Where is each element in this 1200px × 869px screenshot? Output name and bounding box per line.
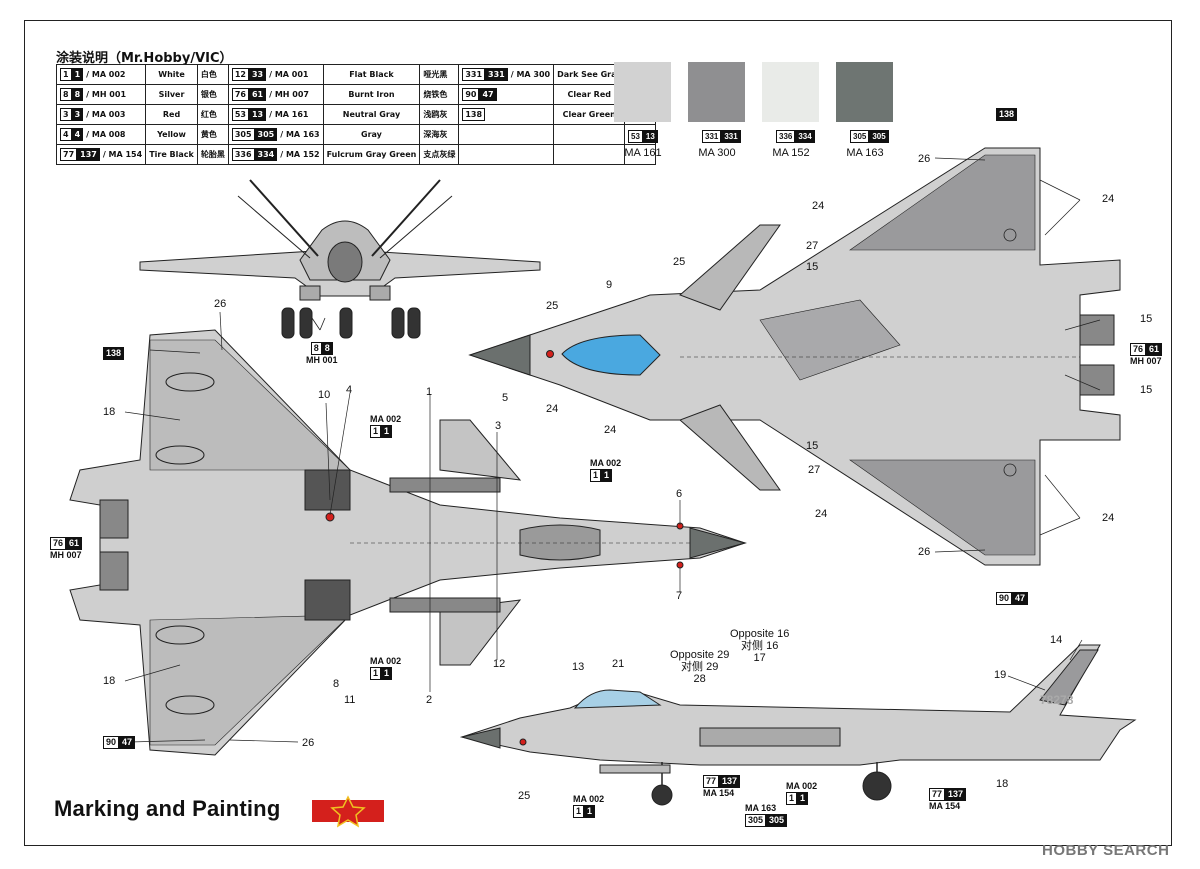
callout-18-c: 18 <box>996 778 1009 790</box>
callout-24-a: 24 <box>812 200 825 212</box>
callout-24-b: 24 <box>1102 193 1115 205</box>
legend-paint-code: 138 <box>458 104 555 125</box>
callout-2: 2 <box>426 694 433 706</box>
watermark: HOBBY SEARCH <box>1042 842 1170 859</box>
swatch-name: MA 300 <box>698 147 736 159</box>
callout-15-c: 15 <box>806 261 819 273</box>
legend-chinese-name <box>624 144 657 165</box>
callout-26-a: 26 <box>214 298 227 310</box>
callout-26-c: 26 <box>918 153 931 165</box>
legend-english-name <box>553 144 626 165</box>
callout-24-d: 24 <box>604 424 617 436</box>
swatch-name: MA 163 <box>846 147 884 159</box>
callout-9: 9 <box>606 279 613 291</box>
callout-26-d: 26 <box>918 546 931 558</box>
callout-4: 4 <box>346 384 353 396</box>
callout-opposite-29: Opposite 29 对侧 29 28 <box>670 649 730 685</box>
callout-5: 5 <box>502 392 509 404</box>
leader-lines <box>124 157 1101 743</box>
tag-138-top-wing: 138 <box>103 347 125 360</box>
legend-title: 涂装说明（Mr.Hobby/VIC） <box>56 51 233 66</box>
callout-13: 13 <box>572 661 585 673</box>
callout-7: 7 <box>676 590 683 602</box>
tag-138-bottom-wing: 138 <box>996 108 1018 121</box>
callout-12: 12 <box>493 658 506 670</box>
callout-3: 3 <box>495 420 502 432</box>
front-view <box>139 179 541 339</box>
callout-21: 21 <box>612 658 625 670</box>
callout-25-a: 25 <box>546 300 559 312</box>
callout-1: 1 <box>426 386 433 398</box>
page-title: Marking and Painting <box>54 796 281 821</box>
legend-chinese-name: 轮胎黑 <box>196 144 229 165</box>
side-view <box>460 644 1137 806</box>
bottom-view <box>468 147 1121 566</box>
callout-27-a: 27 <box>806 240 819 252</box>
color-swatch <box>836 62 893 122</box>
callout-15-d: 15 <box>806 440 819 452</box>
callout-15-b: 15 <box>1140 384 1153 396</box>
callout-24-e: 24 <box>815 508 828 520</box>
pla-star-insignia <box>312 795 384 828</box>
top-view <box>69 329 747 756</box>
callout-15-a: 15 <box>1140 313 1153 325</box>
color-swatch <box>614 62 671 122</box>
callout-opposite-16: Opposite 16 对侧 16 17 <box>730 628 790 664</box>
callout-27-b: 27 <box>808 464 821 476</box>
aircraft-serial-number: 78278 <box>1040 693 1074 707</box>
callout-14: 14 <box>1050 634 1063 646</box>
callout-6: 6 <box>676 488 683 500</box>
callout-8: 8 <box>333 678 340 690</box>
callout-18-a: 18 <box>103 406 116 418</box>
callout-26-b: 26 <box>302 737 315 749</box>
callout-24-f: 24 <box>1102 512 1115 524</box>
color-swatch <box>762 62 819 122</box>
legend-chinese-name: 支点灰绿 <box>419 144 460 165</box>
color-swatch <box>688 62 745 122</box>
sheet-frame <box>24 20 1172 846</box>
callout-19: 19 <box>994 669 1007 681</box>
callout-11: 11 <box>344 694 356 706</box>
callout-18-b: 18 <box>103 675 116 687</box>
callout-10: 10 <box>318 389 331 401</box>
swatch-name: MA 152 <box>772 147 810 159</box>
callout-24-c: 24 <box>546 403 559 415</box>
callout-25-b: 25 <box>673 256 686 268</box>
callout-25-c: 25 <box>518 790 531 802</box>
swatch-name: MA 161 <box>624 147 662 159</box>
